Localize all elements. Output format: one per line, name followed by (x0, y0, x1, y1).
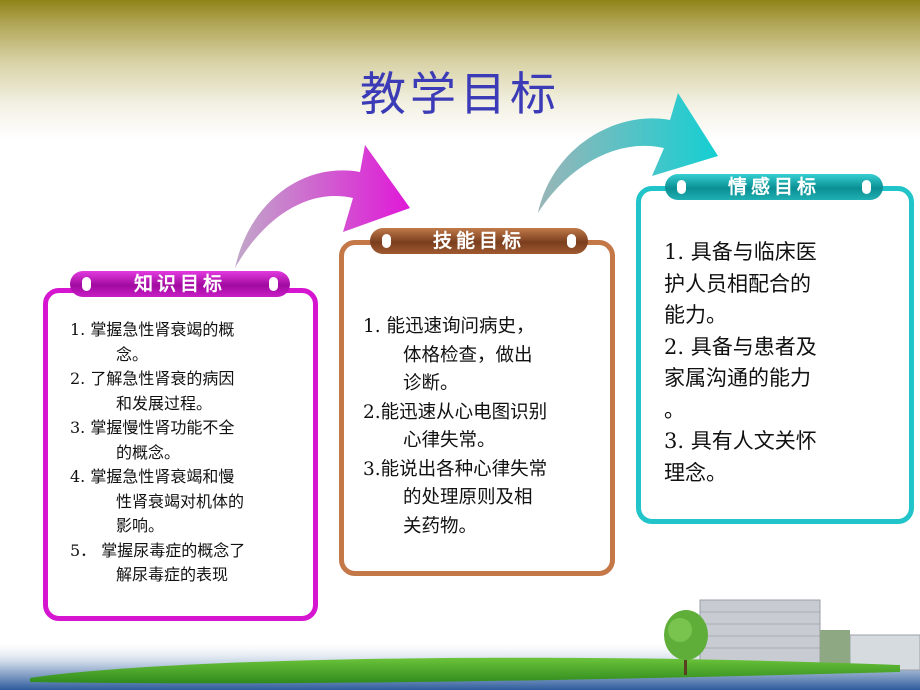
knowledge-goals-panel (43, 288, 318, 621)
curved-arrow-icon (538, 93, 718, 213)
knowledge-goals-list: 1. 掌握急性肾衰竭的概 念。 2. 了解急性肾衰的病因 和发展过程。 3. 掌… (70, 318, 290, 588)
skill-goals-header: 技能目标 (370, 228, 588, 254)
list-line: 能力。 (664, 303, 727, 327)
list-line: 理念。 (664, 460, 727, 485)
skill-header-label: 技能目标 (432, 230, 525, 252)
list-item: 1. 能迅速询问病史， 体格检查，做出 诊断。 (363, 316, 535, 394)
campus-landscape-image (0, 599, 920, 690)
curved-arrow-icon (235, 145, 410, 268)
affective-goals-list: 1. 具备与临床医 护人员相配合的 能力。 2. 具备与患者及 家属沟通的能力 … (664, 237, 894, 489)
list-item: 5． 掌握尿毒症的概念了 解尿毒症的表现 (70, 540, 246, 585)
page-title: 教学目标 (360, 67, 560, 121)
pill-dot-icon (677, 180, 686, 194)
list-line: 1. 具备与临床医 (664, 240, 817, 264)
list-line: 护人员相配合的 (664, 271, 811, 296)
affective-goals-panel (636, 186, 914, 524)
list-line: 家属沟通的能力 (664, 366, 811, 390)
skill-goals-list: 1. 能迅速询问病史， 体格检查，做出 诊断。 2.能迅速从心电图识别 心律失常… (363, 313, 603, 541)
list-item: 2.能迅速从心电图识别 心律失常。 (363, 401, 548, 452)
list-item: 3.能说出各种心律失常 的处理原则及相 关药物。 (363, 458, 548, 537)
pill-dot-icon (382, 234, 391, 248)
knowledge-header-label: 知识目标 (133, 273, 226, 295)
pill-dot-icon (567, 234, 576, 248)
list-item: 4. 掌握急性肾衰竭和慢 性肾衰竭对机体的 影响。 (70, 467, 245, 535)
header-gradient-band (0, 0, 920, 140)
list-item: 2. 了解急性肾衰的病因 和发展过程。 (70, 369, 235, 413)
affect-header-label: 情感目标 (727, 176, 820, 198)
list-line: 3. 具有人文关怀 (664, 429, 817, 453)
list-item: 1. 掌握急性肾衰竭的概 念。 (70, 320, 235, 364)
pill-dot-icon (269, 277, 278, 291)
affective-goals-header: 情感目标 (665, 174, 883, 200)
knowledge-goals-header: 知识目标 (70, 271, 290, 297)
list-line: 。 (664, 397, 685, 422)
pill-dot-icon (82, 277, 91, 291)
list-line: 2. 具备与患者及 (664, 334, 817, 359)
pill-dot-icon (862, 180, 871, 194)
list-item: 3. 掌握慢性肾功能不全 的概念。 (70, 418, 235, 462)
